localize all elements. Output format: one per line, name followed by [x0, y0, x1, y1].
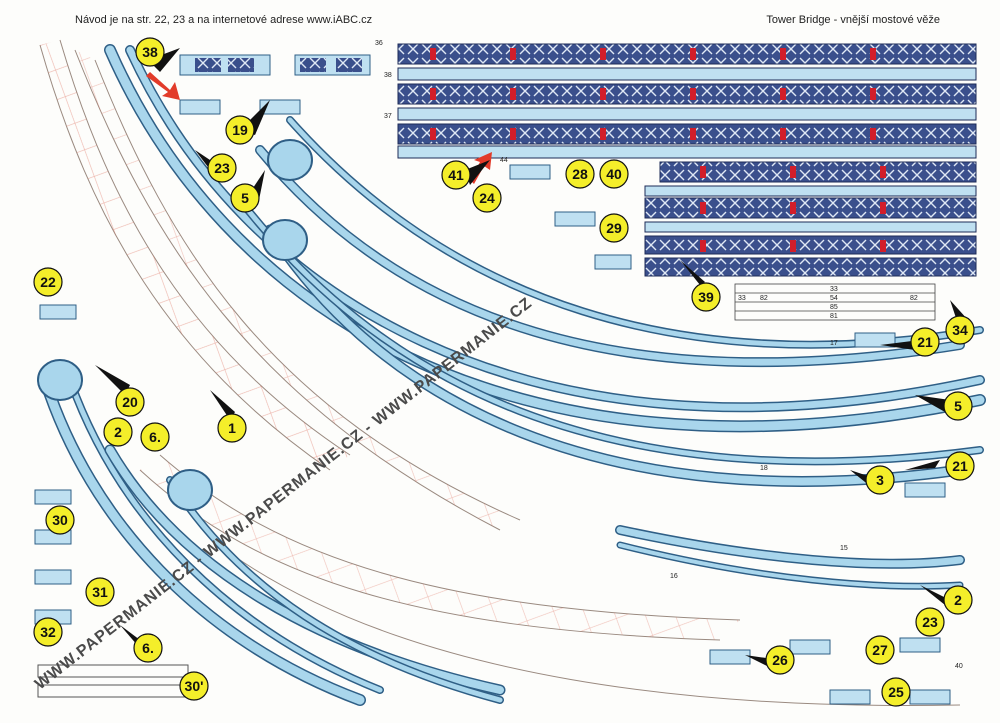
part-number: 32	[40, 624, 56, 640]
part-number: 31	[92, 584, 108, 600]
part-number: 2	[114, 424, 122, 440]
part-badge	[225, 115, 255, 145]
tower-panels	[397, 43, 977, 277]
part-number: 21	[952, 458, 968, 474]
instructions-note: Návod je na str. 22, 23 a na internetové…	[75, 14, 373, 26]
part-number: 28	[572, 166, 588, 182]
part-number: 6.	[142, 640, 154, 656]
part-badge	[207, 153, 237, 183]
tick-37: 37	[384, 113, 392, 120]
part-badge	[33, 267, 63, 297]
sheet-title: Tower Bridge - vnější mostové věže	[766, 14, 940, 26]
dimension-strip	[734, 283, 936, 321]
part-number: 29	[606, 220, 622, 236]
part-number: 23	[922, 614, 938, 630]
tick-40: 40	[955, 663, 963, 670]
part-number: 1	[228, 420, 236, 436]
part-badge	[765, 645, 795, 675]
tick-38: 38	[384, 72, 392, 79]
dim-85: 85	[830, 304, 838, 311]
dim-33-left: 33	[738, 295, 746, 302]
part-badge	[943, 585, 973, 615]
part-badge	[945, 315, 975, 345]
part-badge	[565, 159, 595, 189]
tick-15: 15	[840, 545, 848, 552]
part-number: 30	[52, 512, 68, 528]
part-number: 2	[954, 592, 962, 608]
part-badge	[140, 422, 170, 452]
part-badge	[910, 327, 940, 357]
part-number: 23	[214, 160, 230, 176]
part-number: 20	[122, 394, 138, 410]
tick-17: 17	[830, 340, 838, 347]
part-badge	[85, 577, 115, 607]
part-number: 27	[872, 642, 888, 658]
part-number: 39	[698, 289, 714, 305]
part-number: 21	[917, 334, 933, 350]
dim-82-right: 82	[910, 295, 918, 302]
part-number: 5	[241, 190, 249, 206]
dim-33: 33	[830, 286, 838, 293]
dim-82-left: 82	[760, 295, 768, 302]
part-number: 25	[888, 684, 904, 700]
part-number: 3	[876, 472, 884, 488]
part-badge	[865, 465, 895, 495]
part-badge	[33, 617, 63, 647]
truss-fill	[40, 40, 740, 640]
part-number: 19	[232, 122, 248, 138]
part-badge	[103, 417, 133, 447]
tick-16: 16	[670, 573, 678, 580]
part-badge	[217, 413, 247, 443]
part-number: 6.	[149, 429, 161, 445]
part-38-strip	[179, 54, 371, 76]
part-badge	[133, 633, 163, 663]
part-badge	[691, 282, 721, 312]
part-number: 26	[772, 652, 788, 668]
part-badge	[115, 387, 145, 417]
part-badge	[179, 671, 209, 701]
tick-44: 44	[500, 157, 508, 164]
part-badge	[945, 451, 975, 481]
part-number: 41	[448, 167, 464, 183]
part-number: 34	[952, 322, 968, 338]
blue-girders	[39, 44, 986, 706]
part-badge	[472, 183, 502, 213]
part-badge	[915, 607, 945, 637]
part-number: 24	[479, 190, 495, 206]
dim-54: 54	[830, 295, 838, 302]
part-badge	[441, 160, 471, 190]
tick-36: 36	[375, 40, 383, 47]
tick-18: 18	[760, 465, 768, 472]
part-badge	[865, 635, 895, 665]
part-number: 5	[954, 398, 962, 414]
part-number: 38	[142, 44, 158, 60]
part-badge	[599, 213, 629, 243]
part-badge	[599, 159, 629, 189]
part-badge	[881, 677, 911, 707]
part-number: 22	[40, 274, 56, 290]
joint-discs	[37, 139, 313, 511]
dimension-labels: 33 54 85 81 33 82 82	[738, 286, 918, 320]
part-badge	[135, 37, 165, 67]
part-number: 30'	[185, 678, 204, 694]
dimension-ticks: 36 38 37 44 17 18 15 16 40	[375, 40, 963, 670]
part-badge	[45, 505, 75, 535]
part-badge	[230, 183, 260, 213]
dim-81: 81	[830, 313, 838, 320]
part-number: 40	[606, 166, 622, 182]
part-badge	[943, 391, 973, 421]
